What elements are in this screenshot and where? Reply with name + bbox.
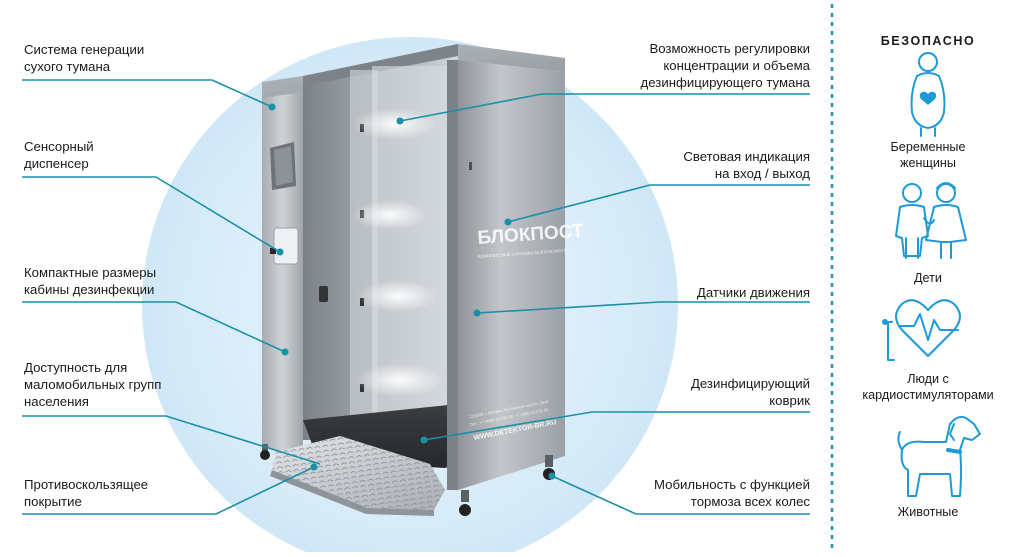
caption-pregnant-women: Беременные женщины [890, 140, 966, 170]
leader-line-adjust [399, 93, 810, 122]
label-accessibility: Доступность для маломобильных групп насе… [24, 360, 162, 409]
brand-tagline: КОМПЛЕКСНЫЕ СИСТЕМЫ БЕЗОПАСНОСТИ [478, 248, 569, 259]
leader-line-mat [423, 411, 810, 441]
mist-cloud [352, 200, 428, 230]
cabin-roof [262, 44, 565, 100]
leader-line-light [507, 184, 810, 223]
leader-line-compact [22, 301, 286, 353]
safe-panel-title: БЕЗОПАСНО [880, 34, 976, 48]
label-sensor-dispenser: Сенсорный диспенсер [24, 139, 94, 171]
leader-line-access [22, 415, 321, 465]
leader-line-fog [22, 79, 273, 108]
leader-line-motion [476, 301, 810, 314]
label-light-indication: Световая индикация на вход / выход [683, 149, 810, 181]
caption-children: Дети [914, 271, 942, 285]
dog-icon [897, 415, 981, 497]
leader-dots [268, 103, 556, 480]
pregnant-woman-icon [910, 52, 946, 137]
mist-cloud [358, 280, 438, 312]
heart-pulse-icon [882, 299, 961, 361]
sensor-dispenser [273, 227, 299, 265]
leader-line-antislip [22, 466, 315, 515]
leader-line-dispenser [22, 176, 281, 253]
leader-lines [22, 79, 810, 515]
caption-pacemaker-users: Люди с кардиостимуляторами [862, 372, 994, 402]
label-motion-sensors: Датчики движения [696, 285, 810, 300]
label-dry-fog-system: Система генерации сухого тумана [24, 42, 145, 74]
cabin-wheels [260, 444, 555, 516]
children-icon [895, 182, 967, 259]
label-wheel-brakes: Мобильность с функцией тормоза всех коле… [654, 477, 810, 509]
label-compact-size: Компактные размеры кабины дезинфекции [24, 265, 157, 297]
cabin-right-panel [458, 60, 565, 490]
mist-cloud [356, 363, 444, 397]
label-disinfecting-mat: Дезинфицирующий коврик [690, 376, 810, 408]
label-anti-slip: Противоскользящее покрытие [24, 477, 149, 509]
mist-cloud [353, 108, 437, 140]
leader-line-wheels [551, 475, 810, 515]
label-adjust-concentration: Возможность регулировки концентрации и о… [640, 41, 810, 90]
disinfection-cabin: БЛОКПОСТ КОМПЛЕКСНЫЕ СИСТЕМЫ БЕЗОПАСНОСТ… [260, 44, 585, 516]
caption-animals: Животные [897, 505, 959, 519]
